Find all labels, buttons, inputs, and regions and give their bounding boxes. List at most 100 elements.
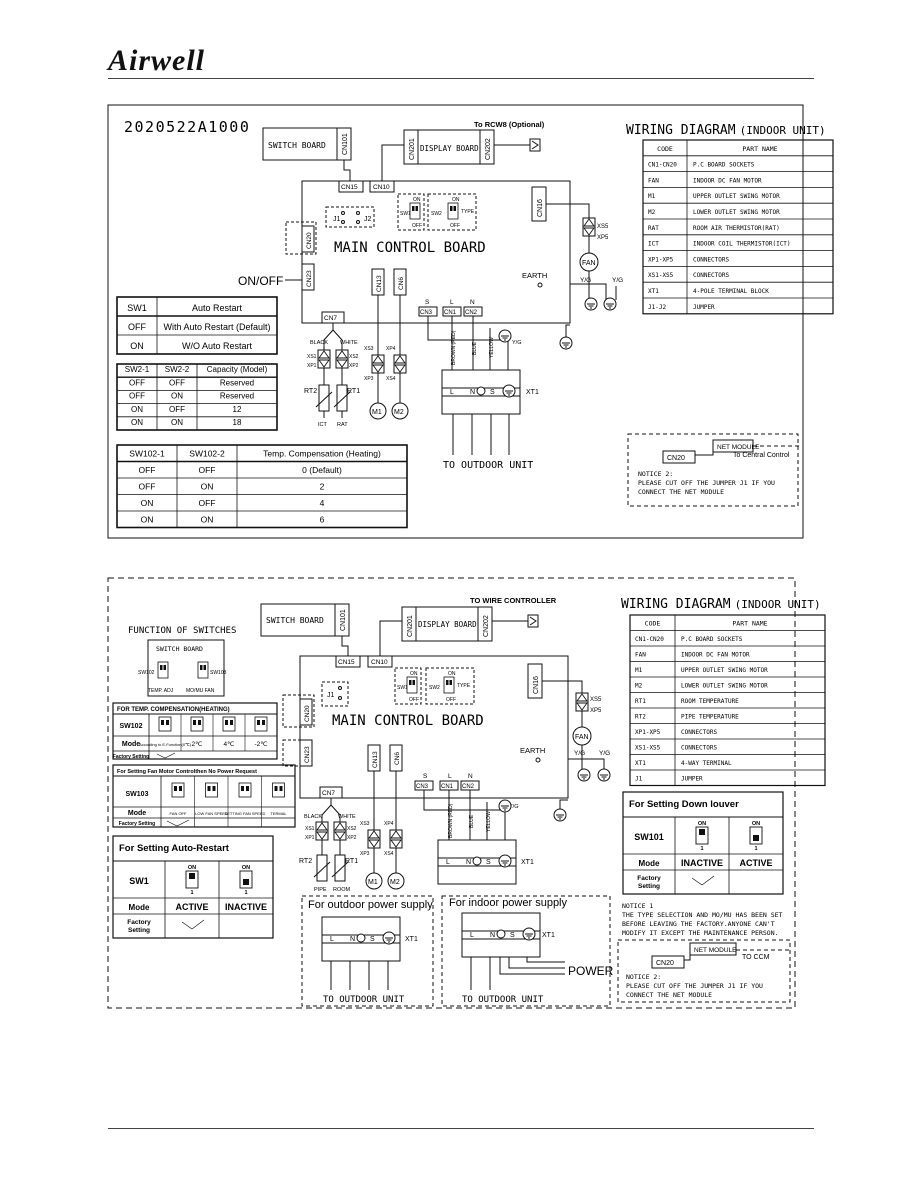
- black-wire-label: BLACK: [310, 340, 328, 346]
- sw2-on-label: ON: [452, 197, 460, 203]
- legend-part: ROOM AIR THERMISTOR(RAT): [693, 225, 780, 232]
- outdoor-l: L: [330, 936, 334, 943]
- table-cell: ON: [201, 482, 214, 492]
- table-cell: ON: [141, 515, 154, 525]
- pipe-label: PIPE: [314, 887, 327, 893]
- xt1-label: XT1: [526, 389, 539, 396]
- black-2-label: BLACK: [304, 814, 322, 820]
- legend-code: RAT: [648, 225, 659, 232]
- legend-code: XT1: [648, 288, 659, 295]
- rat-label: RAT: [337, 422, 348, 428]
- legend-part: JUMPER: [681, 776, 703, 783]
- l-2-label: L: [448, 773, 452, 780]
- yg-2-label-1: Y/G: [574, 750, 585, 757]
- tc-mode: 4℃: [224, 741, 236, 748]
- indoor-s: S: [510, 932, 515, 939]
- table-cell: W/O Auto Restart: [182, 341, 253, 351]
- xs4-label: XS4: [386, 376, 396, 382]
- legend-code: CN1-CN20: [635, 636, 664, 643]
- dip-on-label: ON: [698, 821, 706, 827]
- cn13-label: CN13: [376, 275, 383, 292]
- xp4-label: XP4: [386, 346, 396, 352]
- ground-icon: [584, 297, 598, 311]
- onoff-label: ON/OFF: [238, 274, 283, 288]
- sw1-2-on-label: ON: [410, 671, 418, 677]
- diagram-1-frame: [107, 104, 804, 539]
- legend-part: INDOOR COIL THERMISTOR(ICT): [693, 241, 791, 248]
- mode-label-3: Mode: [129, 903, 150, 912]
- main-control-board-2: [299, 655, 569, 799]
- to-outdoor-2b: TO OUTDOOR UNIT: [462, 995, 544, 1005]
- legend-part: UPPER OUTLET SWING MOTOR: [681, 667, 768, 674]
- table-cell: SW102-2: [189, 449, 225, 459]
- part-code: 2020522A1000: [124, 118, 250, 136]
- indoor-xt1: XT1: [542, 932, 555, 939]
- diagram-1-title: WIRING DIAGRAM(INDOOR UNIT): [626, 123, 826, 138]
- factory-2: Setting: [128, 927, 150, 934]
- m1-motor-icon: [369, 402, 387, 420]
- mode-label-3: Mode: [639, 859, 660, 868]
- cn201-2-label: CN201: [407, 615, 414, 637]
- power-label: POWER: [568, 964, 614, 978]
- main-board-2-label: MAIN CONTROL BOARD: [332, 713, 484, 729]
- mode-label: Mode: [122, 741, 140, 748]
- table-cell: ON: [141, 498, 154, 508]
- table-cell: Temp. Compensation (Heating): [263, 449, 381, 459]
- factory-1: Factory: [637, 875, 661, 882]
- cn201-label: CN201: [409, 138, 416, 160]
- m2-motor-icon: [391, 402, 409, 420]
- legend-part: PIPE TEMPERATURE: [681, 714, 739, 721]
- table-cell: OFF: [139, 482, 156, 492]
- table-cell: SW102-1: [129, 449, 165, 459]
- sw2-2-off-label: OFF: [446, 697, 456, 703]
- sw2-off-label: OFF: [450, 223, 460, 229]
- dip-on-label: ON: [752, 821, 760, 827]
- display-board-box: [403, 129, 495, 165]
- cn15-label: CN15: [341, 184, 358, 191]
- dip-on-label: ON: [242, 865, 250, 871]
- cn10-label: CN10: [373, 184, 390, 191]
- xp5-2-label: XP5: [590, 708, 602, 714]
- xp2-label: XP2: [349, 363, 359, 369]
- xp1-label: XP1: [307, 363, 317, 369]
- notice2-line1: PLEASE CUT OFF THE JUMPER J1 IF YOU: [638, 479, 775, 487]
- temp-comp-title: FOR TEMP. COMPENSATION(HEATING): [117, 707, 230, 713]
- cn10-2-label: CN10: [371, 659, 388, 666]
- rt2-2-label: RT2: [299, 858, 312, 865]
- mode-right: ACTIVE: [739, 858, 772, 868]
- rt1-2-label: RT1: [345, 858, 358, 865]
- cn6-label: CN6: [398, 277, 405, 290]
- outdoor-n: N: [350, 936, 355, 943]
- notice1-line3: MODIFY IT EXCEPT THE MAINTENANCE PERSON.: [622, 929, 779, 937]
- cn1-label: CN1: [444, 310, 457, 316]
- brown-2-label: BROWN (RED): [448, 803, 454, 838]
- cn20-label-2: CN20: [667, 455, 685, 462]
- diagram-1: 2020522A1000 WIRING DIAGRAM(INDOOR UNIT)…: [107, 104, 834, 539]
- sw1-label: SW1: [400, 211, 411, 217]
- legend-code: M2: [648, 209, 656, 216]
- legend-code: XS1-XS5: [635, 745, 661, 752]
- table-cell: 4: [320, 498, 325, 508]
- fan-2-label: FAN: [575, 734, 589, 741]
- legend-code: FAN: [635, 652, 646, 659]
- outdoor-supply-label: For outdoor power supply: [308, 899, 433, 911]
- sw103-label: SW103: [126, 791, 149, 798]
- table-cell: SW1: [127, 303, 147, 313]
- xt1-s-label: S: [490, 389, 495, 396]
- xt1-2-s: S: [486, 859, 491, 866]
- sw1-off-label: OFF: [412, 223, 422, 229]
- table-cell: Capacity (Model): [207, 365, 268, 374]
- to-outdoor-label: TO OUTDOOR UNIT: [443, 460, 533, 471]
- n-2-label: N: [468, 773, 473, 780]
- notice1-label: NOTICE 1: [622, 902, 653, 910]
- xs4-2-label: XS4: [384, 851, 394, 857]
- cn15-2-label: CN15: [338, 659, 355, 666]
- n-label: N: [470, 299, 475, 306]
- table-title: For Setting Auto-Restart: [119, 843, 230, 854]
- legend-part: CONNECTORS: [681, 745, 718, 752]
- table-title: For Setting Down louver: [629, 799, 739, 810]
- switch-board-2-label: SWITCH BOARD: [266, 616, 324, 625]
- table-cell: OFF: [169, 405, 185, 414]
